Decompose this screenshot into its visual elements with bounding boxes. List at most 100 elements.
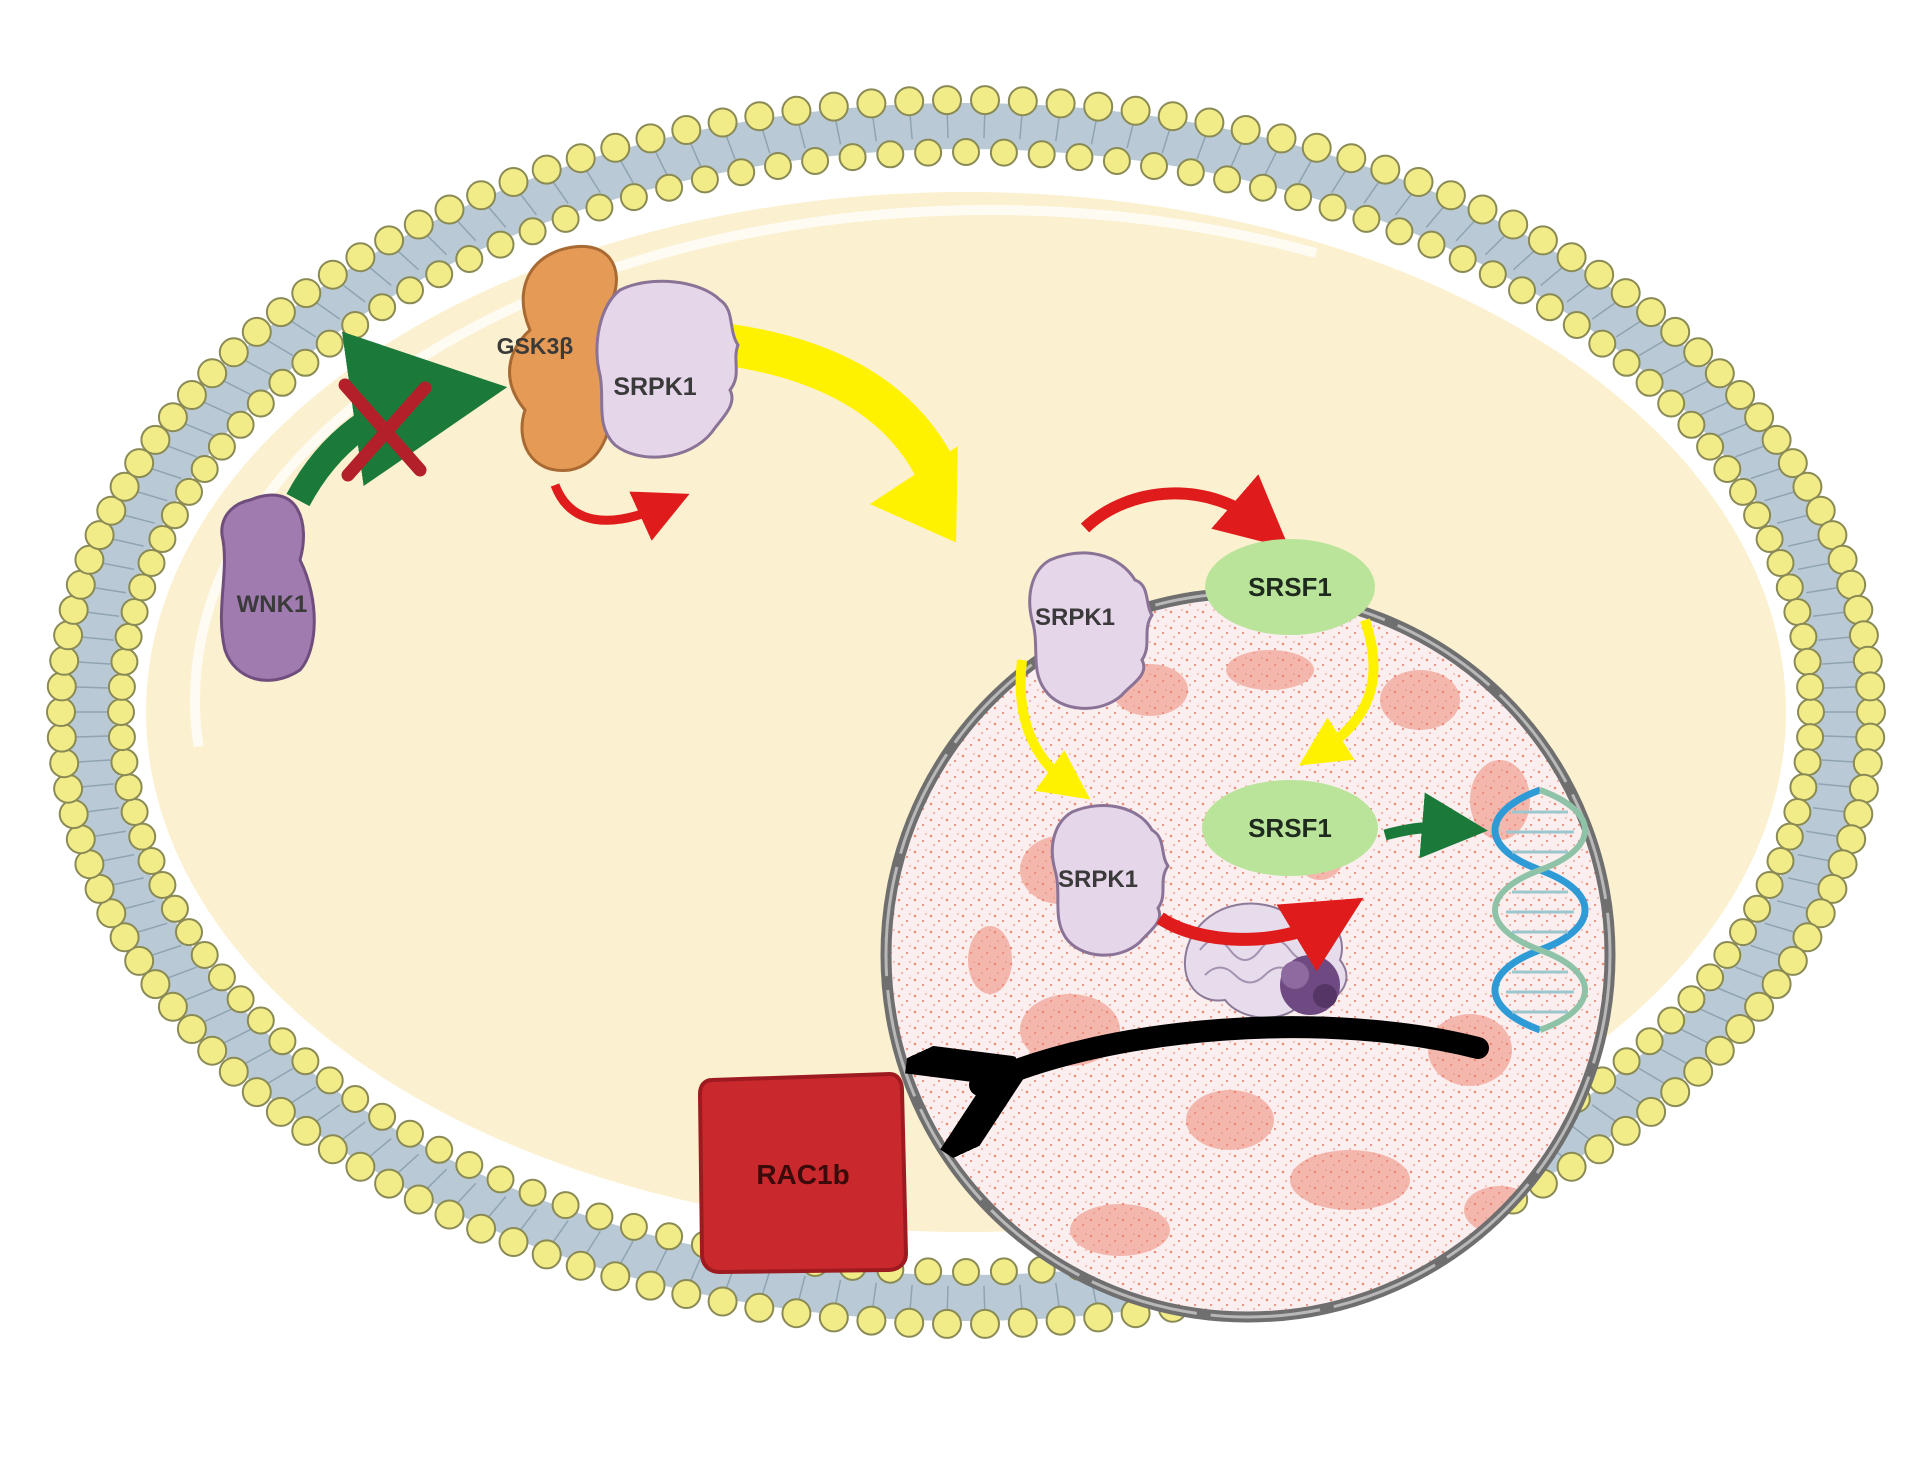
lipid-tail (151, 468, 182, 480)
lipid-tail (835, 120, 842, 145)
lipid-tail (124, 514, 155, 524)
lipid-head-outer (1843, 799, 1874, 830)
lipid-head-inner (1729, 918, 1757, 947)
lipid-tail (488, 206, 507, 228)
lipid-head-inner (952, 1258, 980, 1286)
lipid-head-inner (1713, 455, 1742, 483)
lipid-tail (1264, 151, 1278, 175)
lipid-head-outer (1370, 154, 1401, 185)
lipid-tail (137, 491, 168, 502)
lipid-head-inner (727, 158, 756, 187)
lipid-tail (426, 235, 448, 256)
lipid-head-inner (396, 1119, 424, 1148)
lipid-head-inner (1635, 1027, 1664, 1056)
lipid-head-inner (1352, 204, 1381, 233)
lipid-head-inner (486, 230, 515, 259)
lipid-tail (835, 1279, 842, 1304)
lipid-head-inner (619, 1212, 648, 1241)
lipid-head-inner (1588, 329, 1617, 358)
lipid-head-inner (128, 822, 157, 851)
lipid-tail (102, 853, 135, 862)
lipid-head-outer (932, 1308, 962, 1339)
lipid-tail (291, 320, 317, 338)
lipid-head-inner (1755, 871, 1784, 899)
lipid-head-outer (176, 1014, 207, 1044)
lipid-tail (1681, 1028, 1709, 1044)
lipid-head-outer (1660, 1077, 1691, 1108)
lipid-head-outer (49, 645, 80, 676)
lipid-tail (1660, 1048, 1688, 1065)
lipid-head-outer (1744, 402, 1775, 433)
lipid-tail (519, 1208, 538, 1231)
lipid-head-outer (1045, 88, 1076, 119)
lipid-head-inner (989, 1257, 1018, 1286)
lipid-head-outer (1301, 132, 1332, 163)
lipid-tail (1824, 735, 1857, 738)
lipid-head-outer (157, 991, 188, 1022)
lipid-tail (456, 220, 477, 242)
lipid-head-outer (671, 1279, 702, 1309)
lipid-tail (1806, 830, 1838, 838)
lipid-head-inner (107, 723, 136, 752)
lipid-head-inner (148, 871, 177, 899)
lipid-tail (1591, 1104, 1616, 1123)
lipid-head-outer (671, 115, 702, 145)
lipid-tail (78, 661, 111, 665)
lipid-tail (112, 877, 144, 886)
lipid-head-inner (315, 1066, 344, 1095)
lipid-head-inner (1797, 698, 1825, 726)
lipid-head-inner (368, 1102, 397, 1131)
lipid-tail (81, 783, 114, 788)
lipid-tail (184, 987, 214, 1001)
lipid-tail (690, 1257, 702, 1281)
lipid-head-inner (801, 147, 830, 175)
lipid-head-outer (856, 88, 887, 119)
lipid-head-outer (1777, 945, 1808, 976)
wnk1-protein: WNK1 (219, 493, 316, 682)
lipid-head-outer (58, 799, 89, 830)
lipid-head-inner (1783, 798, 1812, 826)
lipid-head-outer (157, 402, 188, 433)
lipid-head-outer (1498, 209, 1529, 240)
srpk1-envelope-protein: SRPK1 (1028, 551, 1154, 710)
lipid-head-outer (291, 278, 322, 309)
lipid-head-inner (551, 1191, 580, 1220)
lipid-head-inner (175, 918, 203, 947)
lipid-tail (1764, 922, 1795, 933)
rac1b-label: RAC1b (756, 1159, 849, 1190)
lipid-head-outer (96, 898, 127, 929)
lipid-tail (94, 830, 126, 838)
lipid-head-outer (1584, 259, 1615, 290)
lipid-head-inner (1766, 847, 1795, 875)
lipid-head-inner (128, 573, 157, 602)
lipid-head-outer (53, 620, 84, 651)
lipid-tail (1455, 220, 1476, 242)
lipid-head-outer (1556, 242, 1587, 273)
lipid-tail (1700, 401, 1729, 416)
lipid-head-inner (291, 1047, 320, 1076)
lipid-tail (620, 1240, 634, 1264)
lipid-tail (1818, 783, 1851, 788)
srpk1-cytoplasm-protein: SRPK1 (595, 279, 740, 459)
lipid-head-inner (1284, 183, 1313, 212)
lipid-head-outer (317, 259, 348, 290)
lipid-tail (1718, 987, 1748, 1001)
lipid-head-inner (455, 1151, 484, 1179)
lipid-head-outer (466, 1213, 497, 1244)
lipid-head-outer (707, 107, 738, 138)
lipid-tail (1161, 129, 1171, 154)
lipid-head-outer (856, 1305, 887, 1336)
gsk3b-label: GSK3β (497, 333, 574, 359)
lipid-tail (1812, 611, 1845, 618)
lipid-head-inner (1696, 963, 1725, 992)
lipid-head-outer (1660, 316, 1691, 347)
lipid-head-inner (1796, 723, 1825, 752)
lipid-head-outer (1266, 123, 1297, 154)
lipid-head-outer (744, 101, 775, 132)
lipid-head-inner (1729, 477, 1757, 506)
lipid-head-outer (1120, 95, 1151, 126)
lipid-head-outer (317, 1134, 348, 1165)
lipid-tail (75, 735, 108, 738)
yellow-arrow-srsf1-down (1298, 618, 1379, 766)
lipid-head-inner (1793, 748, 1822, 777)
